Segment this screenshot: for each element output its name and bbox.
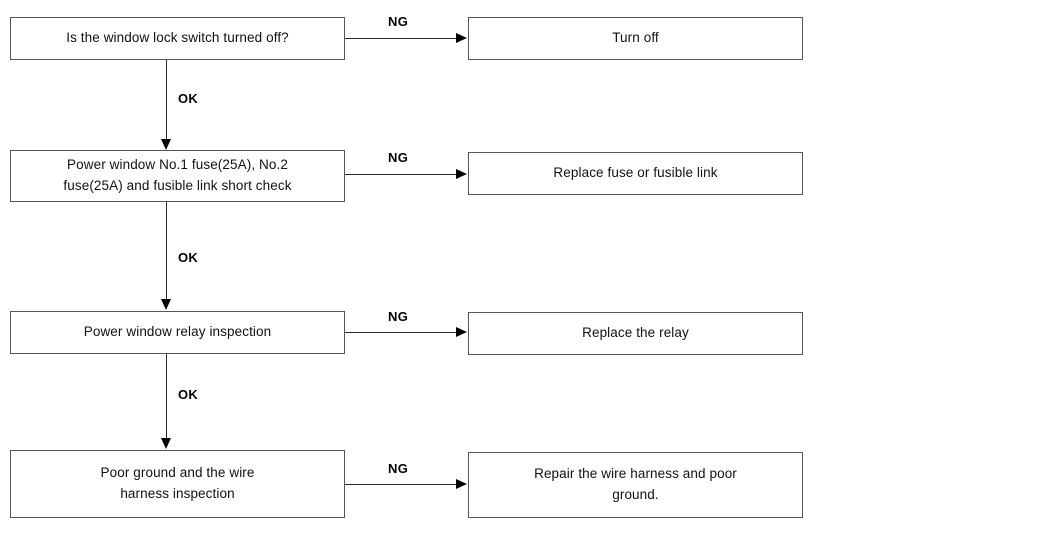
decision-node-1[interactable]: Is the window lock switch turned off? bbox=[10, 17, 345, 60]
decision-node-3-label: Power window relay inspection bbox=[83, 324, 272, 340]
ng-arrowhead-4 bbox=[456, 478, 467, 489]
decision-node-2[interactable]: Power window No.1 fuse(25A), No.2 fuse(2… bbox=[10, 150, 345, 202]
ng-label-2: NG bbox=[388, 150, 409, 165]
ok-label-3: OK bbox=[178, 387, 199, 402]
ng-connector-1 bbox=[345, 38, 457, 39]
action-node-3-label: Replace the relay bbox=[582, 325, 689, 341]
decision-node-2-label: Power window No.1 fuse(25A), No.2 fuse(2… bbox=[63, 157, 292, 193]
ok-connector-3 bbox=[166, 354, 167, 439]
ng-arrowhead-1 bbox=[456, 32, 467, 43]
action-node-3[interactable]: Replace the relay bbox=[468, 312, 803, 355]
action-node-2-label: Replace fuse or fusible link bbox=[553, 165, 718, 181]
action-node-4[interactable]: Repair the wire harness and poor ground. bbox=[468, 452, 803, 518]
ok-arrowhead-1 bbox=[160, 139, 171, 150]
ng-arrowhead-3 bbox=[456, 326, 467, 337]
ok-connector-1 bbox=[166, 60, 167, 140]
decision-node-4[interactable]: Poor ground and the wire harness inspect… bbox=[10, 450, 345, 518]
action-node-1-label: Turn off bbox=[612, 30, 659, 46]
ng-connector-4 bbox=[345, 484, 457, 485]
decision-node-1-label: Is the window lock switch turned off? bbox=[66, 30, 289, 46]
ok-connector-2 bbox=[166, 202, 167, 300]
ok-label-2: OK bbox=[178, 250, 199, 265]
ng-label-1: NG bbox=[388, 14, 409, 29]
ng-connector-2 bbox=[345, 174, 457, 175]
ok-arrowhead-3 bbox=[160, 438, 171, 449]
ok-arrowhead-2 bbox=[160, 299, 171, 310]
ng-label-4: NG bbox=[388, 461, 409, 476]
ok-label-1: OK bbox=[178, 91, 199, 106]
ng-label-3: NG bbox=[388, 309, 409, 324]
action-node-1[interactable]: Turn off bbox=[468, 17, 803, 60]
ng-arrowhead-2 bbox=[456, 168, 467, 179]
decision-node-4-label: Poor ground and the wire harness inspect… bbox=[100, 465, 255, 501]
ng-connector-3 bbox=[345, 332, 457, 333]
action-node-4-label: Repair the wire harness and poor ground. bbox=[534, 466, 737, 502]
decision-node-3[interactable]: Power window relay inspection bbox=[10, 311, 345, 354]
action-node-2[interactable]: Replace fuse or fusible link bbox=[468, 152, 803, 195]
